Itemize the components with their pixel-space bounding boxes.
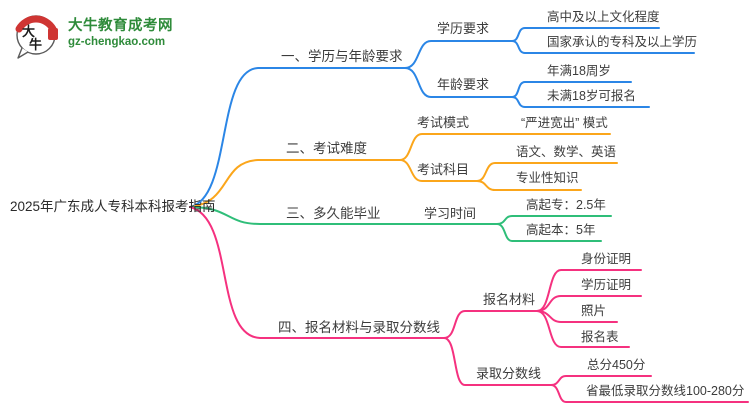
connector-branch1-main bbox=[189, 67, 406, 208]
leaf-state-recognized-diploma: 国家承认的专科及以上学历 bbox=[547, 35, 698, 49]
node-exam-mode: 考试模式 bbox=[417, 115, 470, 130]
connector-branch2-child2 bbox=[399, 159, 478, 182]
site-logo[interactable]: 大 牛 大牛教育成考网 gz-chengkao.com bbox=[12, 8, 173, 62]
node-exam-subjects: 考试科目 bbox=[417, 162, 470, 177]
branch-education-age-requirements: 一、学历与年龄要求 bbox=[281, 49, 403, 64]
leaf-identity-proof: 身份证明 bbox=[581, 252, 632, 266]
leaf-gaoqiben-5-years: 高起本：5年 bbox=[526, 223, 596, 237]
leaf-gaoqizhuan-2-5-years: 高起专：2.5年 bbox=[526, 198, 606, 212]
node-age-requirement: 年龄要求 bbox=[437, 77, 490, 92]
central-topic: 2025年广东成人专科本科报考指南 bbox=[10, 199, 216, 214]
leaf-chinese-math-english: 语文、数学、英语 bbox=[516, 145, 617, 159]
connector-branch2-child1 bbox=[399, 133, 611, 161]
leaf-photo: 照片 bbox=[581, 304, 607, 318]
leaf-under-18-can-register: 未满18岁可报名 bbox=[547, 89, 636, 103]
connector-branch4-leaf4 bbox=[536, 310, 630, 348]
node-study-duration: 学习时间 bbox=[424, 206, 477, 221]
connector-branch2-main bbox=[189, 159, 401, 208]
logo-seal bbox=[48, 28, 58, 40]
leaf-strict-in-lenient-out-mode: “严进宽出” 模式 bbox=[521, 116, 608, 130]
connector-group-branch2 bbox=[189, 133, 618, 208]
logo-bull-icon: 大 牛 bbox=[15, 15, 58, 59]
connector-branch4-child1 bbox=[443, 310, 538, 339]
leaf-professional-knowledge: 专业性知识 bbox=[516, 171, 579, 185]
leaf-highschool-or-above: 高中及以上文化程度 bbox=[547, 10, 660, 24]
branch-exam-difficulty: 二、考试难度 bbox=[286, 141, 367, 156]
connector-group-branch1 bbox=[189, 27, 695, 208]
branch-materials-and-score-line: 四、报名材料与录取分数线 bbox=[278, 320, 440, 335]
leaf-provincial-min-score-100-280: 省最低录取分数线100-280分 bbox=[586, 384, 745, 398]
node-application-materials: 报名材料 bbox=[483, 292, 536, 307]
branch-graduation-time: 三、多久能毕业 bbox=[286, 206, 381, 221]
leaf-age-18-or-older: 年满18周岁 bbox=[547, 64, 611, 78]
node-admission-score-line: 录取分数线 bbox=[476, 366, 542, 381]
leaf-education-proof: 学历证明 bbox=[581, 278, 632, 292]
connector-branch4-child2 bbox=[443, 337, 552, 386]
connector-branch1-leaf4 bbox=[511, 96, 650, 108]
connector-group-branch4 bbox=[189, 206, 749, 403]
svg-text:牛: 牛 bbox=[29, 37, 42, 53]
site-url: gz-chengkao.com bbox=[68, 36, 166, 48]
connector-branch4-leaf6 bbox=[550, 384, 749, 403]
connector-branch1-child2 bbox=[404, 67, 513, 98]
svg-text:大: 大 bbox=[22, 24, 35, 40]
site-name: 大牛教育成考网 bbox=[68, 18, 173, 34]
leaf-application-form: 报名表 bbox=[581, 330, 619, 344]
connector-branch1-leaf2 bbox=[511, 40, 695, 54]
connector-branch1-child1 bbox=[404, 40, 513, 69]
connector-branch3-main bbox=[189, 206, 498, 225]
logo-text-block: 大牛教育成考网 gz-chengkao.com bbox=[68, 14, 173, 48]
connector-branch4-main bbox=[189, 206, 445, 339]
leaf-total-score-450: 总分450分 bbox=[587, 358, 646, 372]
node-education-requirement: 学历要求 bbox=[437, 21, 490, 36]
connector-branch2-leaf2 bbox=[476, 180, 582, 191]
connector-group-branch3 bbox=[189, 206, 612, 242]
connector-branch3-leaf2 bbox=[496, 223, 602, 242]
